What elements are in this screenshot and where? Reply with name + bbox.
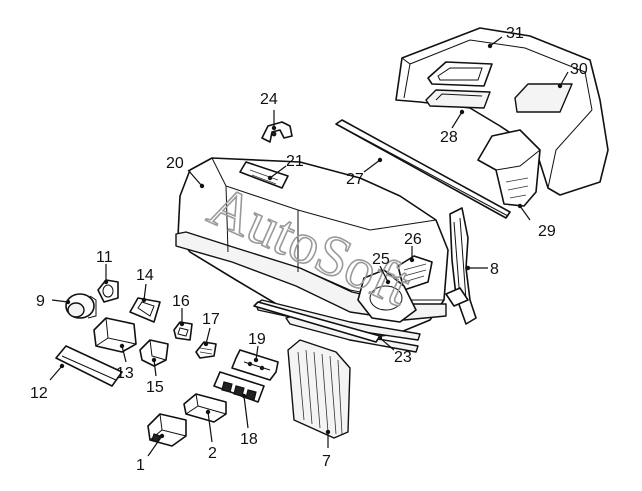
leader-lines	[49, 36, 569, 457]
part-15-connector	[139, 339, 169, 367]
part-28-roof-hatch	[425, 61, 493, 109]
part-16-marker-lamp	[173, 321, 193, 341]
part-21-plate	[239, 161, 289, 189]
part-25-headlight-housing	[357, 269, 417, 323]
part-8-curtain	[445, 207, 477, 325]
callout-25: 25	[372, 251, 390, 268]
part-29-side-air-guide	[477, 129, 541, 207]
part-9-round-lamp	[65, 293, 97, 319]
callout-1: 1	[136, 457, 145, 474]
callout-13: 13	[116, 365, 134, 382]
part-24-bracket	[261, 121, 293, 143]
callout-7: 7	[322, 453, 331, 470]
callout-31: 31	[506, 25, 524, 42]
callout-18: 18	[240, 431, 258, 448]
part-30-panel	[514, 83, 573, 113]
part-27-trim-strip	[335, 119, 511, 219]
part-11-bezel	[97, 279, 119, 303]
callout-29: 29	[538, 223, 556, 240]
callout-15: 15	[146, 379, 164, 396]
callout-12: 12	[30, 385, 48, 402]
callout-27: 27	[346, 171, 364, 188]
part-7-mud-flap	[287, 339, 351, 439]
callout-19: 19	[248, 331, 266, 348]
part-12-reflector-plate	[55, 345, 123, 387]
callout-2: 2	[208, 445, 217, 462]
callout-11: 11	[96, 249, 113, 266]
callout-30: 30	[570, 61, 588, 78]
part-14-lamp-lens	[129, 297, 161, 323]
callout-28: 28	[440, 129, 458, 146]
callout-17: 17	[202, 311, 220, 328]
callout-24: 24	[260, 91, 278, 108]
part-2-control-box	[183, 393, 227, 423]
callout-26: 26	[404, 231, 422, 248]
callout-21: 21	[286, 153, 304, 170]
callout-20: 20	[166, 155, 184, 172]
callout-labels: 31 30 28 29 27 24 20 21 26 25 8 23 7 19 …	[30, 25, 588, 474]
callout-14: 14	[136, 267, 154, 284]
callout-16: 16	[172, 293, 190, 310]
part-13-fog-lamp	[93, 317, 137, 353]
part-19-plate-holder	[231, 349, 279, 381]
part-17-small-lamp	[195, 341, 217, 359]
part-1-relay-box	[147, 413, 187, 447]
part-18-license-plate	[213, 371, 265, 403]
callout-8: 8	[490, 261, 499, 278]
callout-23: 23	[394, 349, 412, 366]
callout-9: 9	[36, 293, 45, 310]
